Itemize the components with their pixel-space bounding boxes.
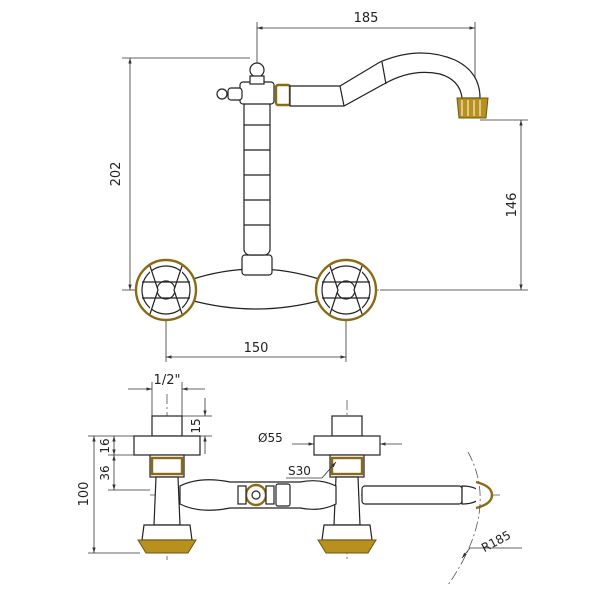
spout-top (361, 480, 494, 510)
dimension-100: 100 (77, 435, 140, 554)
top-knob (216, 62, 265, 101)
dim-label-spout-radius: R185 (479, 528, 513, 555)
dimension-16-36: 16 36 (98, 435, 150, 491)
right-handle-front (314, 258, 378, 322)
left-handle-front (134, 258, 198, 322)
spout-column (239, 81, 275, 276)
mixer-body-top (179, 479, 337, 511)
top-view: 1/2" 15 16 36 100 (77, 373, 522, 586)
dimension-15: 15 (178, 398, 212, 454)
right-handle-cap (317, 539, 377, 554)
right-valve-top (313, 415, 381, 554)
front-view: 185 202 146 150 (109, 11, 528, 362)
dim-label-150: 150 (244, 341, 269, 356)
dim-label-15: 15 (189, 418, 203, 433)
dim-label-146: 146 (505, 193, 520, 218)
dim-label-36: 36 (98, 465, 112, 480)
dim-label-flange-diameter: Ø55 (258, 431, 283, 445)
spout (274, 52, 489, 119)
dim-label-wrench: S30 (288, 464, 311, 478)
dim-label-100: 100 (77, 482, 92, 507)
dim-label-thread: 1/2" (154, 373, 181, 388)
dimension-spout-radius: R185 (447, 451, 522, 586)
left-valve-top (133, 415, 201, 554)
dimension-outlet-height: 146 (380, 119, 528, 291)
left-handle-cap (137, 539, 197, 554)
dim-label-185: 185 (354, 11, 379, 26)
dimension-flange-diameter: Ø55 (258, 431, 402, 452)
dimension-thread: 1/2" (128, 373, 205, 416)
dim-label-16: 16 (98, 438, 112, 453)
callout-wrench-size: S30 (286, 461, 337, 479)
dim-label-202: 202 (109, 162, 124, 187)
